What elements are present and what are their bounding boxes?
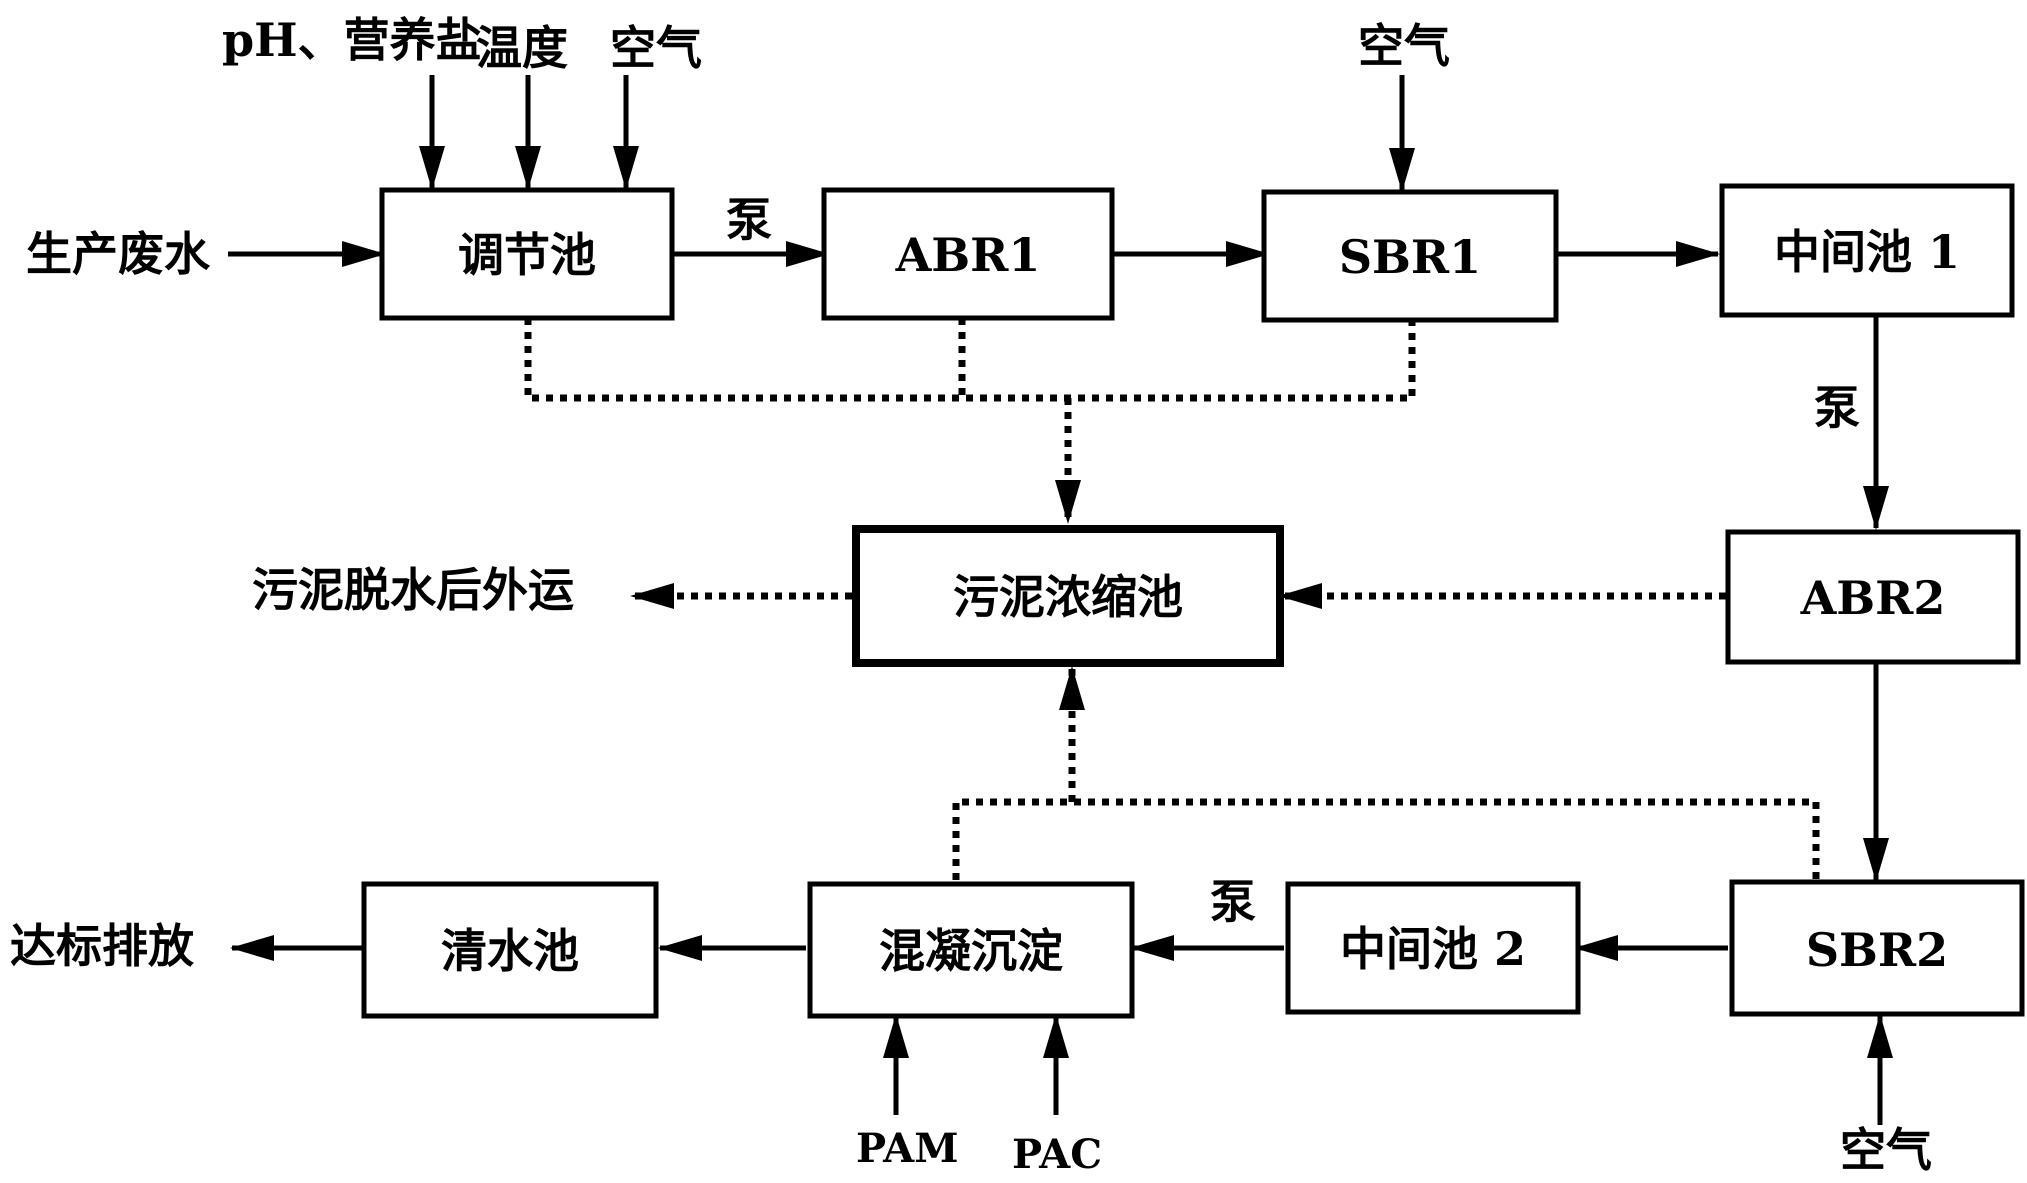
node-abr1-label: ABR1: [895, 228, 1041, 282]
label-pump-2: 泵: [1814, 381, 1860, 435]
solid-flow-lines: [228, 75, 1893, 1125]
node-sbr1: SBR1: [1261, 189, 1559, 323]
node-hunning-label: 混凝沉淀: [879, 924, 1063, 978]
label-pump-3: 泵: [1210, 875, 1256, 929]
label-temperature: 温度: [476, 21, 568, 75]
node-zhongjianchi2: 中间池 2: [1285, 881, 1581, 1015]
node-tiaojiechi-label: 调节池: [458, 228, 596, 282]
node-tiaojiechi: 调节池: [379, 187, 675, 321]
node-abr2: ABR2: [1725, 529, 2021, 665]
label-air-1: 空气: [610, 21, 702, 75]
label-sludge-out: 污泥脱水后外运: [252, 563, 574, 617]
label-ph-nutrients: pH、营养盐: [222, 13, 482, 67]
node-wunichi-label: 污泥浓缩池: [953, 570, 1183, 624]
node-zhongjianchi1: 中间池 1: [1719, 183, 2015, 318]
label-air-2: 空气: [1358, 19, 1450, 73]
label-discharge: 达标排放: [10, 919, 194, 973]
node-zhongjianchi2-label: 中间池 2: [1340, 922, 1526, 976]
label-pac: PAC: [1012, 1131, 1102, 1178]
node-sbr2: SBR2: [1729, 879, 2025, 1017]
free-labels: pH、营养盐 温度 空气 空气 生产废水 泵 泵 泵 污泥脱水后外运 达标排放 …: [10, 13, 1932, 1178]
label-air-3: 空气: [1840, 1123, 1932, 1177]
node-abr2-label: ABR2: [1800, 571, 1946, 625]
node-abr1: ABR1: [821, 187, 1115, 321]
sludge-line-bottom: [952, 798, 1820, 880]
node-qingshuichi-label: 清水池: [441, 924, 579, 978]
node-hunning: 混凝沉淀: [807, 881, 1135, 1019]
node-sbr2-label: SBR2: [1806, 923, 1948, 977]
node-qingshuichi: 清水池: [361, 881, 659, 1019]
node-wunichi: 污泥浓缩池: [852, 525, 1284, 667]
label-wastewater-in: 生产废水: [26, 227, 211, 281]
label-pam: PAM: [856, 1125, 958, 1172]
label-pump-1: 泵: [726, 193, 772, 247]
node-zhongjianchi1-label: 中间池 1: [1774, 225, 1960, 279]
dotted-sludge-lines: [524, 318, 1820, 880]
sludge-line-tiaojiechi: [524, 318, 1416, 402]
node-sbr1-label: SBR1: [1339, 230, 1481, 284]
